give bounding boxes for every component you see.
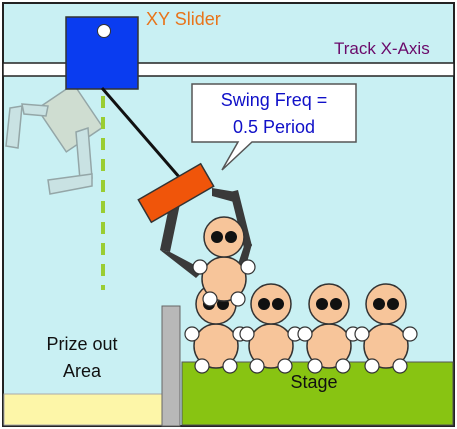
doll-paw — [402, 326, 418, 342]
ghost-arm — [5, 83, 104, 195]
doll-paw — [392, 358, 408, 374]
swing-freq-callout: Swing Freq = 0.5 Period — [191, 83, 357, 171]
track-x-axis-label: Track X-Axis — [334, 39, 430, 58]
xy-slider-label: XY Slider — [146, 9, 221, 29]
swing-cable — [100, 87, 182, 179]
doll-paw — [277, 358, 293, 374]
doll-eye — [373, 298, 385, 310]
doll-paw — [184, 326, 200, 342]
doll-eye — [272, 298, 284, 310]
doll-paw — [364, 358, 380, 374]
callout-line-1: Swing Freq = — [221, 90, 328, 110]
prize-doll — [192, 216, 256, 307]
doll-paw — [335, 358, 351, 374]
callout-line-2: 0.5 Period — [233, 117, 315, 137]
doll-eye — [316, 298, 328, 310]
prize-dolls — [184, 216, 418, 374]
prize-doll — [239, 283, 303, 374]
doll-paw — [249, 358, 265, 374]
doll-eye — [387, 298, 399, 310]
chute-divider — [161, 305, 181, 427]
doll-head — [203, 216, 245, 258]
prize-out-label-line-2: Area — [63, 361, 102, 381]
doll-paw — [297, 326, 313, 342]
doll-paw — [192, 259, 208, 275]
prize-out-label-line-1: Prize out — [46, 334, 117, 354]
doll-paw — [307, 358, 323, 374]
stage-label: Stage — [290, 372, 337, 392]
gripper-head — [137, 162, 215, 224]
doll-paw — [354, 326, 370, 342]
doll-eye — [258, 298, 270, 310]
claw-arms — [160, 188, 252, 278]
prize-doll — [297, 283, 361, 374]
slider-pivot — [97, 24, 111, 38]
doll-paw — [230, 291, 246, 307]
doll-paw — [239, 326, 255, 342]
doll-paw — [194, 358, 210, 374]
doll-paw — [202, 291, 218, 307]
doll-head — [365, 283, 407, 325]
doll-eye — [225, 231, 237, 243]
doll-paw — [222, 358, 238, 374]
doll-eye — [330, 298, 342, 310]
doll-paw — [240, 259, 256, 275]
doll-eye — [211, 231, 223, 243]
prize-doll — [354, 283, 418, 374]
prize-out-area — [3, 393, 165, 426]
doll-head — [308, 283, 350, 325]
doll-head — [250, 283, 292, 325]
